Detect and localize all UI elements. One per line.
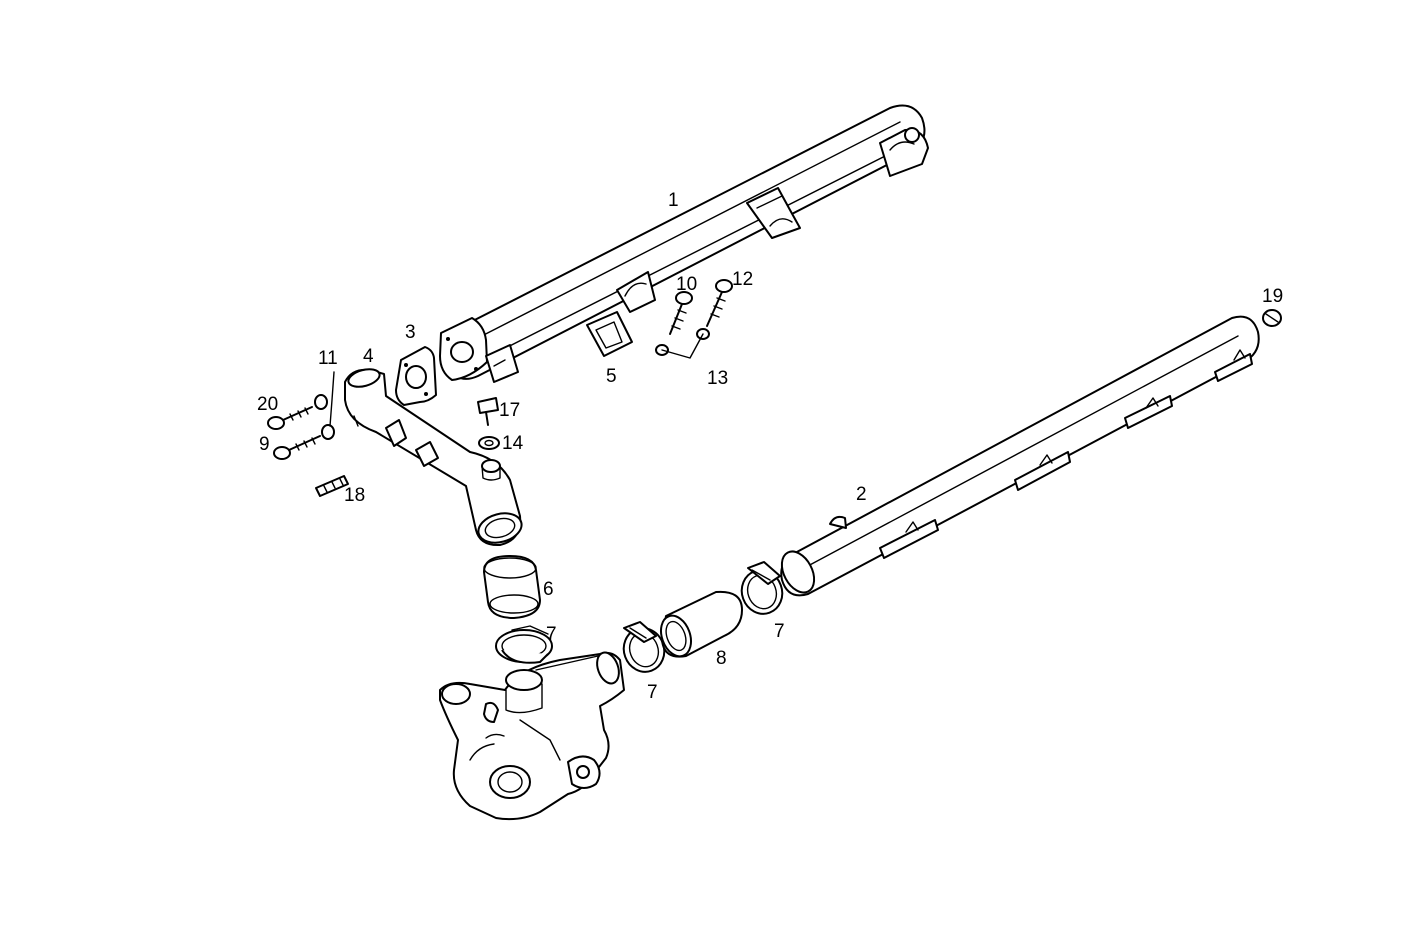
part-13-washers xyxy=(655,328,710,359)
part-12-bolt xyxy=(706,279,733,327)
part-20-bolt xyxy=(267,406,313,430)
callout-9: 9 xyxy=(259,434,270,455)
callout-3: 3 xyxy=(405,322,416,343)
callout-2: 2 xyxy=(856,484,867,505)
part-17-bolt xyxy=(477,397,499,426)
callout-14: 14 xyxy=(502,433,524,454)
callout-20: 20 xyxy=(257,394,278,415)
part-19-plug xyxy=(1262,309,1282,327)
part-1-upper-rail xyxy=(439,104,929,383)
callout-11: 11 xyxy=(318,348,338,369)
callout-1: 1 xyxy=(668,190,679,211)
part-9-bolt xyxy=(273,435,321,460)
part-18-stud xyxy=(315,475,349,497)
callout-12: 12 xyxy=(732,269,753,290)
callout-6: 6 xyxy=(543,579,554,600)
part-8-hose xyxy=(660,590,743,658)
callout-8: 8 xyxy=(716,648,727,669)
callout-7c: 7 xyxy=(774,621,785,642)
callout-7b: 7 xyxy=(647,682,658,703)
part-14-washer xyxy=(478,436,500,450)
part-11-washers xyxy=(314,371,335,440)
part-5-gasket xyxy=(586,311,633,357)
callout-18: 18 xyxy=(344,485,365,506)
part-3-gasket xyxy=(395,346,437,406)
callout-10: 10 xyxy=(676,274,697,295)
part-6-hose xyxy=(483,555,541,619)
callout-labels: 1 2 3 4 5 6 7 7 7 8 9 10 11 12 13 14 17 … xyxy=(257,190,1283,703)
part-4-pipe xyxy=(344,368,523,547)
part-2-lower-rail xyxy=(780,315,1260,597)
callout-13: 13 xyxy=(707,368,728,389)
part-7-clamp-c xyxy=(740,561,784,615)
callout-7a: 7 xyxy=(546,624,557,645)
callout-17: 17 xyxy=(499,400,520,421)
water-pump-housing xyxy=(439,651,625,821)
part-7-clamp-b xyxy=(622,621,666,673)
part-7-clamp-a xyxy=(495,625,553,664)
part-10-bolt xyxy=(669,291,693,335)
callout-5: 5 xyxy=(606,366,617,387)
callout-4: 4 xyxy=(363,346,374,367)
callout-19: 19 xyxy=(1262,286,1283,307)
